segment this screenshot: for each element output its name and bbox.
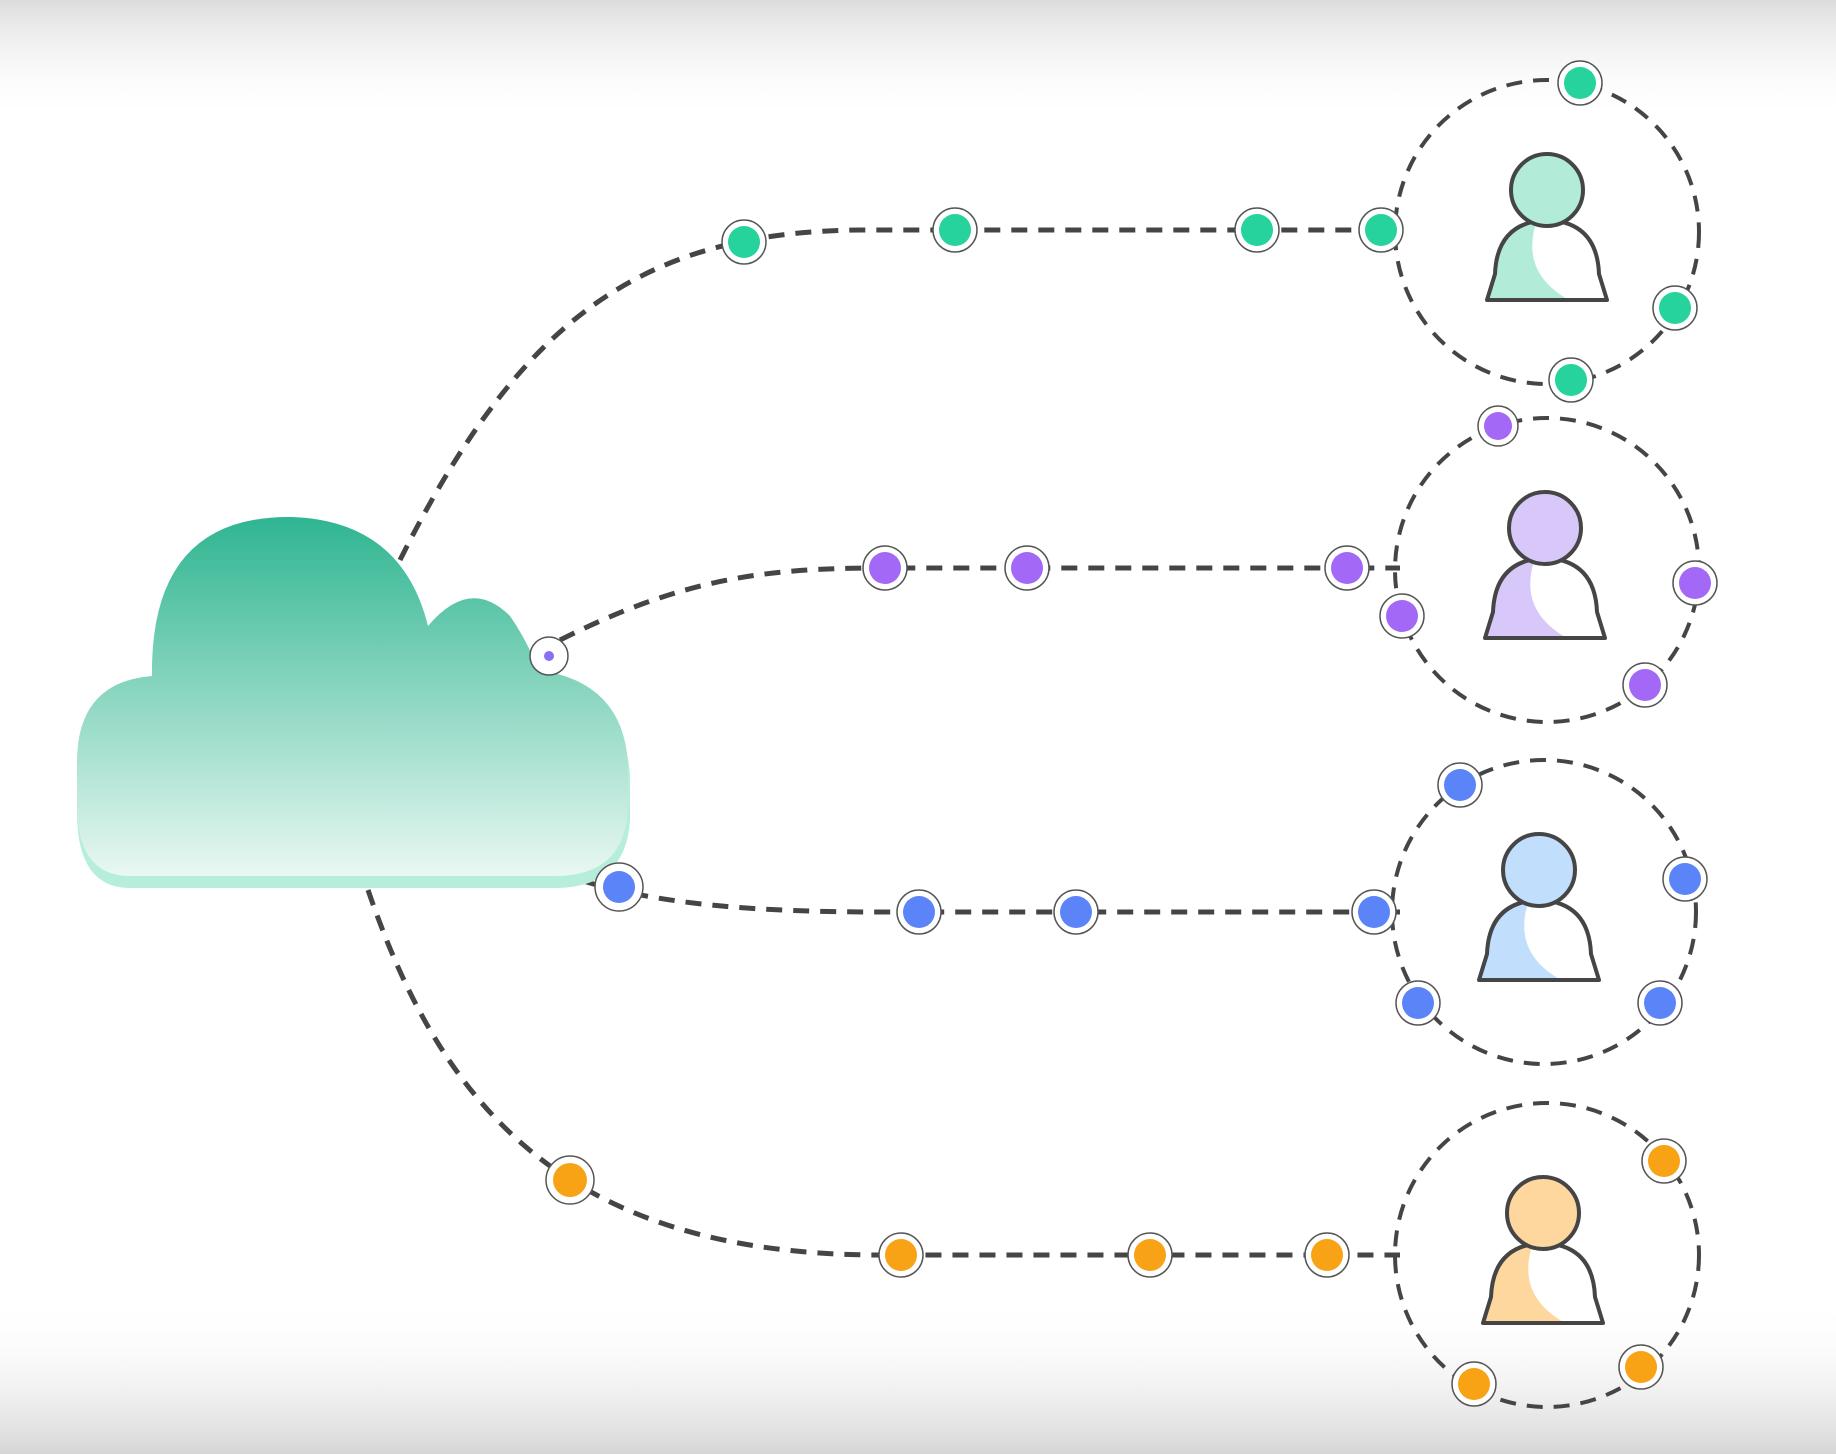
node-blue: [1395, 980, 1441, 1026]
node-blue: [594, 862, 644, 912]
user-body-shade: [1479, 900, 1561, 980]
user-head: [1509, 152, 1585, 228]
user-body-shade: [1483, 1243, 1565, 1323]
top-shade: [0, 0, 1836, 120]
node-purple: [1324, 545, 1370, 591]
ring-orange: [1393, 1101, 1701, 1409]
node-blue: [1053, 889, 1099, 935]
node-orange: [545, 1155, 595, 1205]
ring-blue: [1390, 758, 1698, 1066]
cloud-icon: [77, 516, 630, 888]
node-purple: [1477, 405, 1519, 447]
user-blue-icon: [1477, 832, 1601, 982]
node-purple: [1622, 662, 1668, 708]
node-orange: [1618, 1344, 1664, 1390]
node-green: [1548, 357, 1594, 403]
node-blue: [1437, 762, 1483, 808]
link-blue: [579, 877, 1400, 915]
ring-green: [1393, 78, 1701, 386]
node-purple: [862, 545, 908, 591]
link-purple: [558, 565, 1400, 643]
node-blue: [896, 889, 942, 935]
node-green: [932, 207, 978, 253]
user-head: [1507, 490, 1583, 566]
link-green: [397, 227, 1400, 562]
node-purple: [1379, 593, 1425, 639]
node-green: [721, 219, 767, 265]
node-orange: [1451, 1361, 1497, 1407]
node-green: [1652, 285, 1698, 331]
node-orange: [1127, 1232, 1173, 1278]
node-purple: [1004, 545, 1050, 591]
user-head: [1505, 1175, 1581, 1251]
user-head: [1501, 832, 1577, 908]
node-blue: [1351, 889, 1397, 935]
link-orange: [365, 889, 1400, 1258]
user-purple-icon: [1483, 490, 1607, 640]
node-green: [1234, 207, 1280, 253]
node-blue: [1637, 980, 1683, 1026]
cloud-body: [77, 516, 628, 876]
node-green: [1358, 207, 1404, 253]
node-orange: [1641, 1138, 1687, 1184]
bottom-shade: [0, 1300, 1836, 1454]
cloud-connector-node: [529, 636, 569, 676]
user-body-shade: [1485, 558, 1567, 638]
user-body-shade: [1487, 220, 1569, 300]
data-nodes: [545, 60, 1718, 1407]
node-orange: [878, 1232, 924, 1278]
user-orange-icon: [1481, 1175, 1605, 1325]
node-orange: [1304, 1232, 1350, 1278]
user-green-icon: [1485, 152, 1609, 302]
node-purple: [1672, 560, 1718, 606]
node-blue: [1662, 856, 1708, 902]
node-green: [1557, 60, 1603, 106]
